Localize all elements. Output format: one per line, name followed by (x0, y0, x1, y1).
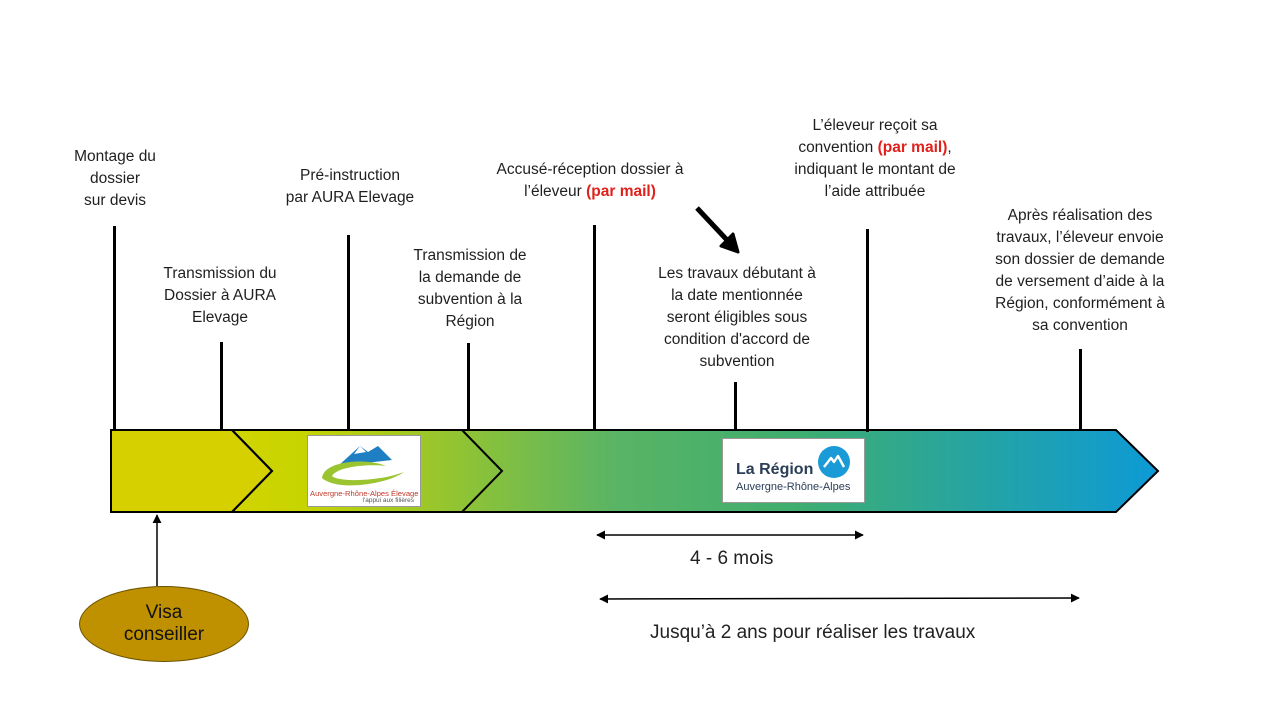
marker-line-5 (593, 225, 596, 430)
aura-elevage-emblem (322, 446, 404, 486)
aura-logo-line1: Auvergne-Rhône-Alpes Élevage (310, 489, 419, 498)
marker-line-3 (347, 235, 350, 430)
step-convention-rest: indiquant le montant de l’aide attribuée (794, 161, 956, 200)
step-convention: L’éleveur reçoit sa convention (par mail… (765, 115, 985, 203)
chevron-2 (461, 429, 504, 513)
marker-line-7 (866, 229, 869, 432)
marker-line-2 (220, 342, 223, 430)
marker-line-1 (113, 226, 116, 430)
visa-label: Visa conseiller (123, 602, 205, 645)
step-convention-comma: , (947, 139, 952, 156)
step-accuse-text: l’éleveur (524, 183, 587, 200)
step-travaux-eligibles: Les travaux débutant à la date mentionné… (658, 265, 816, 370)
marker-line-4 (467, 343, 470, 430)
step-convention-line2: convention (par mail), (765, 137, 985, 159)
duration-long-label: Jusqu’à 2 ans pour réaliser les travaux (650, 622, 976, 643)
la-region-logo: La Région Auvergne-Rhône-Alpes (722, 438, 865, 503)
step-accuse-line1: Accusé-réception dossier à (496, 161, 684, 178)
step-accuse-line2: l’éleveur (par mail) (470, 181, 710, 203)
pointer-arrow (695, 206, 729, 242)
duration-long-arrow (599, 593, 1080, 604)
par-mail-accent: (par mail) (586, 183, 656, 200)
step-convention-text: convention (798, 139, 878, 156)
step-transmission-region: Transmission de la demande de subvention… (413, 247, 527, 330)
region-logo-sub: Auvergne-Rhône-Alpes (736, 481, 851, 493)
par-mail-accent-2: (par mail) (877, 139, 948, 156)
aura-elevage-logo: Auvergne-Rhône-Alpes Élevage l'appui aux… (307, 435, 421, 507)
step-transmission-aura: Transmission du Dossier à AURA Elevage (163, 265, 277, 326)
step-pre-instruction: Pré-instruction par AURA Elevage (285, 167, 415, 206)
step-versement: Après réalisation des travaux, l’éleveur… (995, 207, 1165, 334)
visa-conseiller: Visa conseiller (79, 586, 249, 662)
region-emblem-icon (818, 446, 850, 478)
aura-logo-line2: l'appui aux filières (362, 497, 414, 504)
marker-line-6 (734, 382, 737, 430)
chevron-1 (231, 429, 274, 513)
region-logo-title: La Région (736, 461, 814, 478)
pointer-arrow-head (719, 232, 740, 254)
step-montage: Montage du dossier sur devis (74, 148, 156, 209)
step-convention-line1: L’éleveur reçoit sa (812, 117, 938, 134)
step-accuse-reception: Accusé-réception dossier à l’éleveur (pa… (470, 159, 710, 203)
marker-line-8 (1079, 349, 1082, 430)
duration-short-label: 4 - 6 mois (690, 548, 774, 569)
